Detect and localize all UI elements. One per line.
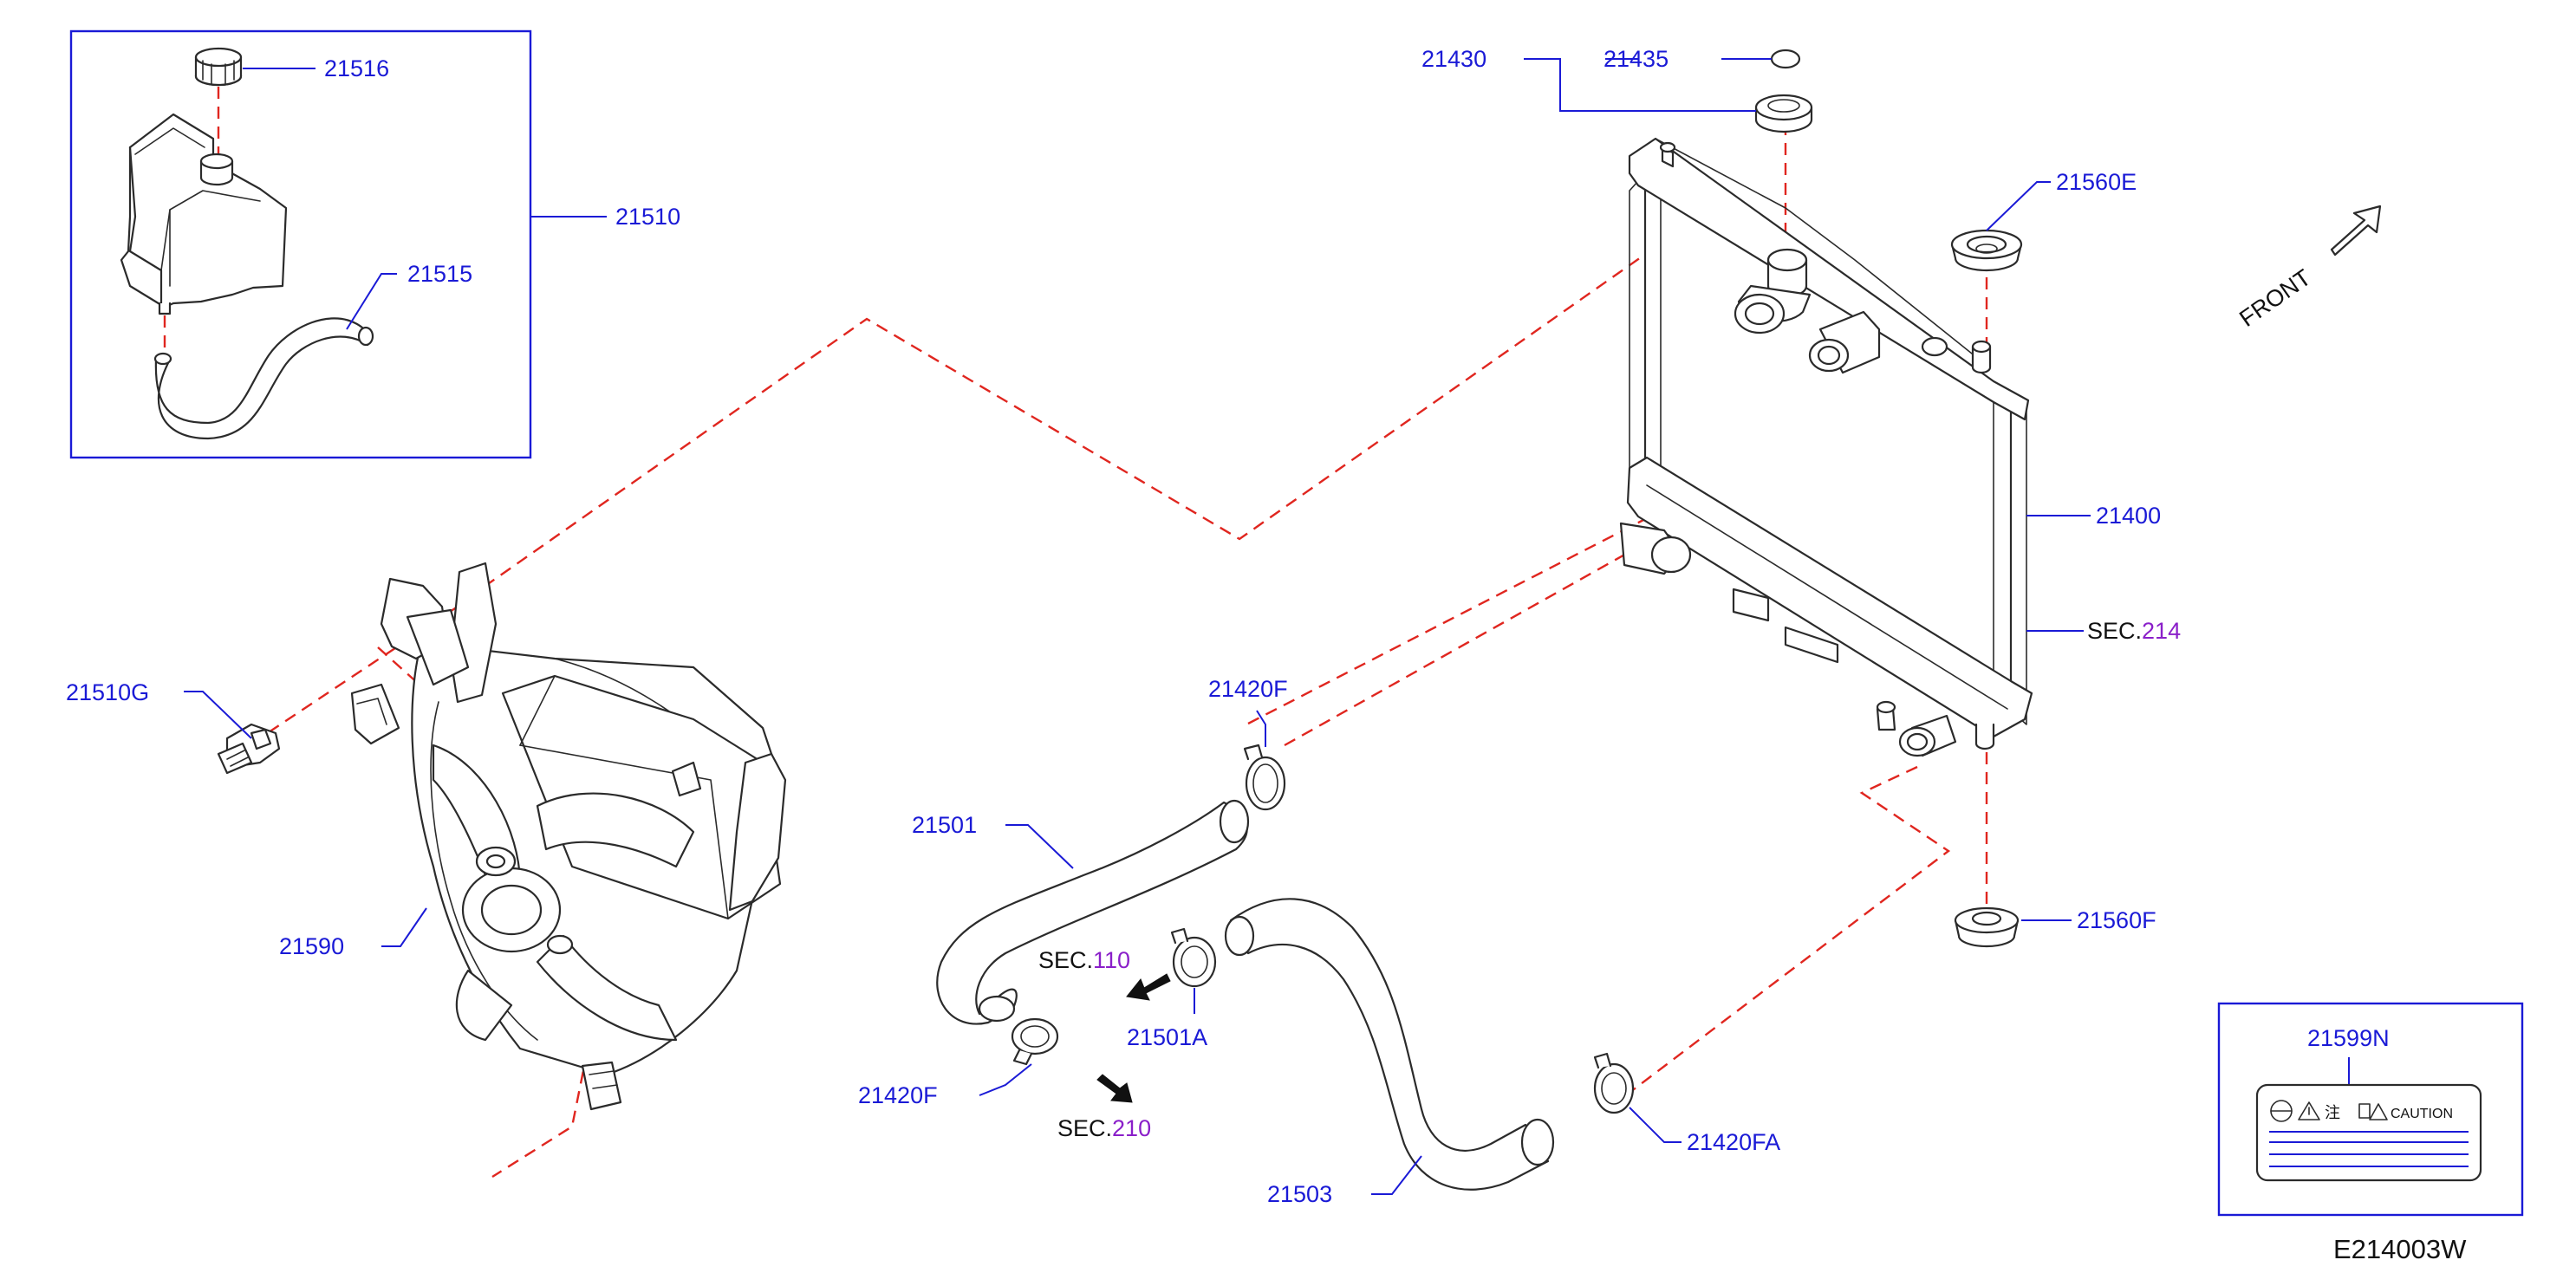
front-label: FRONT [2234,264,2315,332]
section-110-prefix: SEC. [1038,947,1093,973]
label-21590: 21590 [279,933,344,959]
label-21420fa: 21420FA [1687,1129,1780,1155]
label-21516: 21516 [324,55,389,81]
grommet-upper [1950,229,2023,272]
leader-lines [184,58,2350,1195]
warning-triangle-icon [2298,1101,2320,1120]
grommet-lower [1954,906,2020,948]
clamp-21420f-upper [1243,744,1286,811]
clamp-21501a [1170,927,1217,988]
label-21599n: 21599N [2307,1025,2390,1051]
reservoir-inset-frame [69,29,532,459]
caution-inset-frame [2217,1002,2524,1217]
sticker-logo-icon [2270,1100,2293,1122]
clamp-21420fa [1593,1052,1635,1114]
reservoir-cap [194,47,243,87]
reservoir-hose [153,317,374,440]
warning-triangle-icon-2 [2358,1103,2388,1120]
cap-seal [1770,49,1801,69]
sticker-caution-title: CAUTION [2391,1107,2453,1121]
section-214-number: 214 [2142,618,2181,644]
label-21510: 21510 [615,204,680,230]
fan-shroud-assembly [350,562,787,1111]
sec110-arrow [1126,973,1171,1001]
reservoir-inset [69,29,532,459]
section-ref-110: SEC.110 [1038,947,1130,973]
section-ref-210: SEC.210 [1057,1115,1151,1141]
label-21501a: 21501A [1127,1024,1207,1050]
section-ref-214: SEC.214 [2087,618,2181,644]
upper-hose-21501 [936,799,1250,1025]
label-21515: 21515 [407,261,472,287]
lower-hose-21503 [1224,898,1555,1191]
section-210-prefix: SEC. [1057,1115,1112,1141]
section-214-prefix: SEC. [2087,618,2142,644]
label-21560f: 21560F [2077,907,2156,933]
clamp-21420f-lower [1011,1017,1059,1066]
section-110-number: 110 [1093,947,1130,973]
label-21420f-upper: 21420F [1208,676,1288,702]
label-21503: 21503 [1267,1181,1332,1207]
label-21510g: 21510G [66,679,149,705]
label-21400: 21400 [2096,503,2161,529]
section-210-number: 210 [1112,1115,1151,1141]
label-21435: 21435 [1603,46,1669,72]
sec210-arrow [1096,1074,1133,1103]
label-21420f-lower: 21420F [858,1082,938,1108]
sticker-kanji: 注 [2325,1104,2340,1121]
radiator-cap [1754,94,1813,133]
caution-label-inset: 21599N 注 CAUTION [2217,1002,2524,1217]
radiator-21400 [1619,137,2033,757]
label-21501: 21501 [912,812,977,838]
reservoir-tank [120,113,288,315]
label-21430: 21430 [1421,46,1486,72]
front-arrow-icon [2330,205,2382,257]
diagram-code: E214003W [2333,1234,2467,1264]
label-21560e: 21560E [2056,169,2137,195]
bolt-21510g [217,723,281,775]
